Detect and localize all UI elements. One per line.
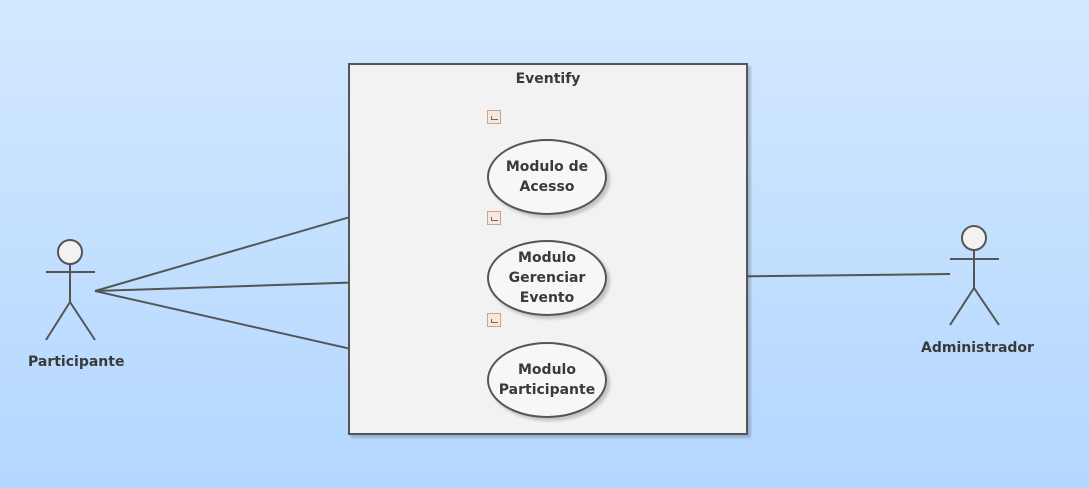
actor-participante-figure[interactable] (45, 239, 96, 341)
system-title: Eventify (515, 71, 581, 87)
actor-administrador-figure[interactable] (949, 225, 1000, 326)
actor-participante-label: Participante (28, 354, 125, 370)
extension-point-icon (487, 313, 501, 327)
usecase-label: Modulo de Acesso (505, 159, 589, 195)
extension-point-icon (487, 110, 501, 124)
actor-participante-head (57, 239, 83, 265)
usecase-label: Modulo Gerenciar Evento (508, 250, 586, 306)
actor-administrador-right-leg (973, 287, 1000, 326)
usecase-modulo-acesso[interactable]: Modulo de Acesso (487, 139, 607, 215)
actor-participante-left-leg (45, 301, 71, 341)
usecase-modulo-gerenciar-evento[interactable]: Modulo Gerenciar Evento (487, 240, 607, 316)
actor-administrador-left-leg (949, 287, 975, 326)
usecase-label: Modulo Participante (498, 362, 596, 398)
actor-administrador-head (961, 225, 987, 251)
actor-administrador-label: Administrador (921, 340, 1034, 356)
usecase-modulo-participante[interactable]: Modulo Participante (487, 342, 607, 418)
extension-point-icon (487, 211, 501, 225)
actor-participante-right-leg (69, 301, 96, 341)
